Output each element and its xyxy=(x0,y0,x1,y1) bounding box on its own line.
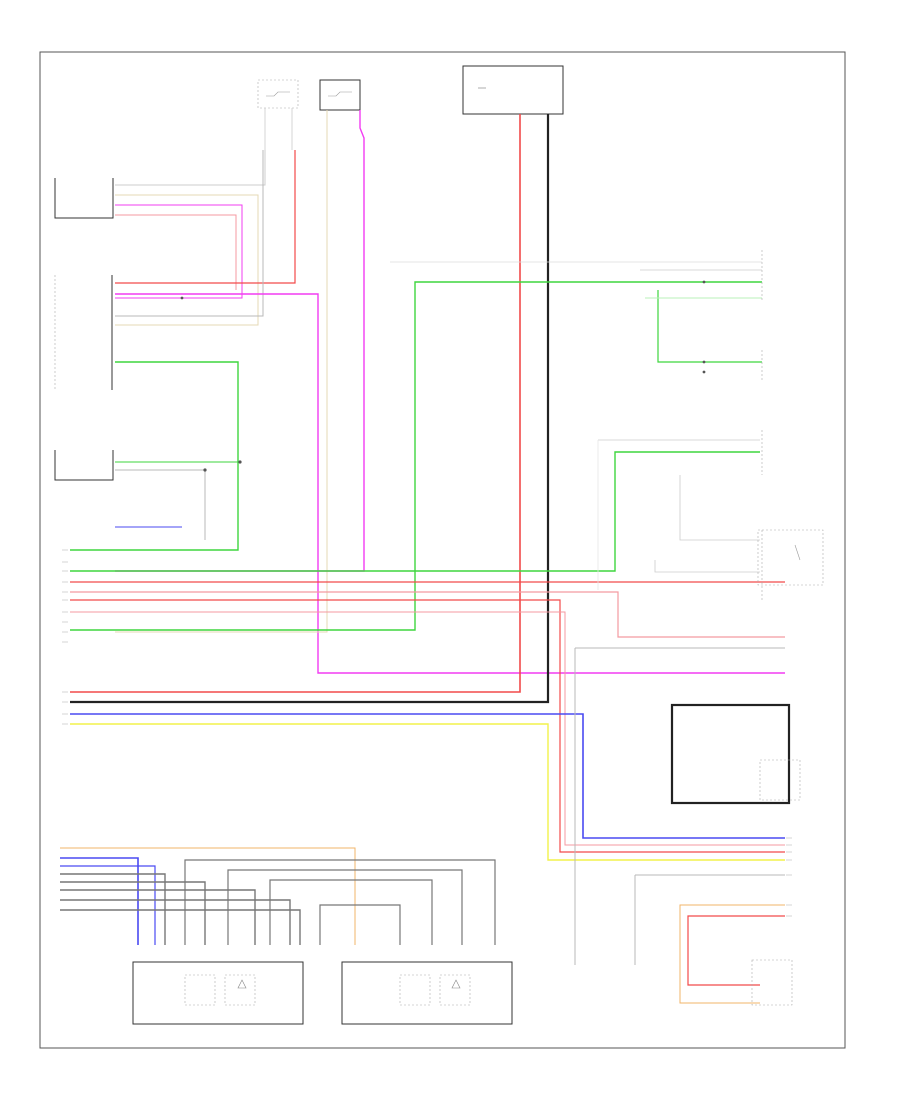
top-module-right xyxy=(462,65,564,115)
bottom-switch-right xyxy=(341,961,513,1025)
right-switch-box xyxy=(757,529,824,586)
bottom-switch-left xyxy=(132,961,304,1025)
splice-dots xyxy=(180,280,706,472)
top-sensor-left xyxy=(257,79,299,150)
left-control-module-upper xyxy=(54,275,113,390)
right-lower-small-module xyxy=(751,959,793,1006)
right-lamp-module xyxy=(670,703,801,805)
wire-group xyxy=(60,110,785,1004)
top-sensor-middle xyxy=(319,79,361,111)
terminal-marks xyxy=(62,549,792,917)
diode-icon xyxy=(237,979,247,989)
diagram-frame xyxy=(39,51,846,1049)
left-control-module-lower xyxy=(54,450,114,481)
left-sensor-box xyxy=(54,178,114,219)
sensor-symbol-icon xyxy=(266,91,290,97)
